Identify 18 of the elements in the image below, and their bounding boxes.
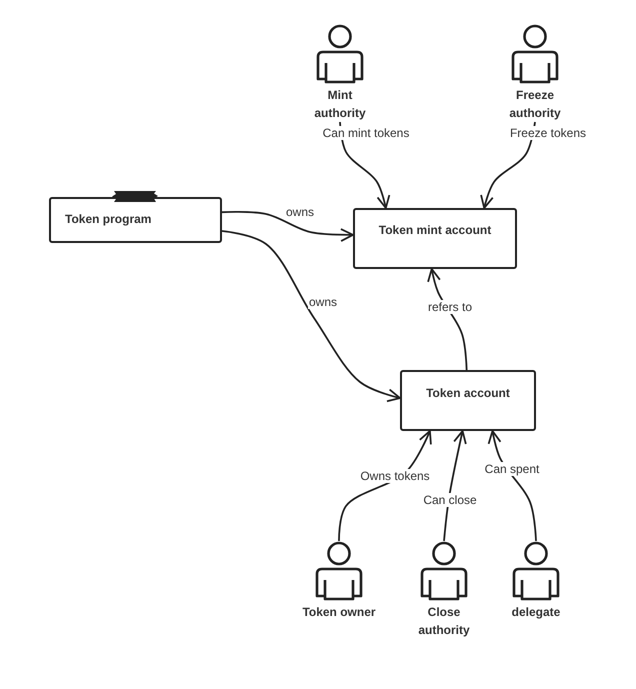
edge-label: Freeze tokens — [508, 126, 588, 140]
node-label: Close authority — [417, 604, 471, 639]
arrow — [222, 211, 354, 242]
node-label: Token owner — [301, 604, 377, 621]
node-label: Token account — [425, 385, 511, 401]
edge-label: Can spent — [484, 462, 540, 476]
edge-label: refers to — [427, 300, 473, 314]
node-label: delegate — [510, 604, 562, 621]
edge-label: Owns tokens — [359, 469, 431, 483]
node-label: Token mint account — [378, 222, 492, 238]
edge-label: Can close — [422, 493, 478, 507]
node-label: Token program — [65, 211, 152, 227]
process-box — [400, 370, 536, 431]
edge-label: Can mint tokens — [322, 126, 410, 140]
process-box — [353, 208, 517, 269]
arrow — [222, 230, 401, 402]
node-label: Freeze authority — [508, 87, 562, 122]
node-label: Mint authority — [313, 87, 367, 122]
